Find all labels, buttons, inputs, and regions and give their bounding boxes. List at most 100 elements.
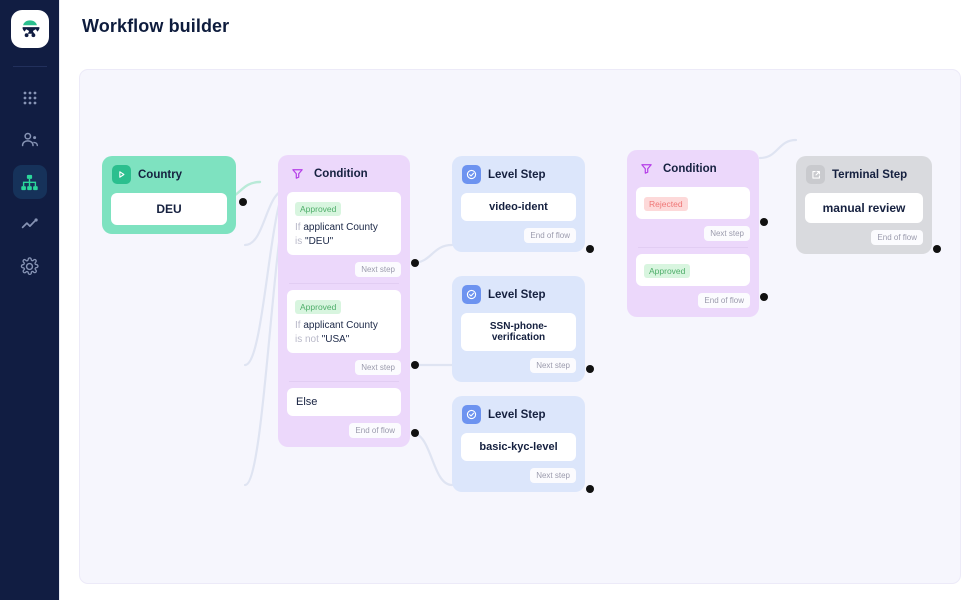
- condition-branch: Approved End of flow: [636, 254, 750, 308]
- sidebar-item-analytics[interactable]: [13, 207, 47, 241]
- level-value-field[interactable]: SSN-phone-verification: [461, 313, 576, 351]
- node-title: Level Step: [488, 288, 546, 301]
- node-start-country[interactable]: Country DEU: [102, 156, 247, 234]
- node-header: Condition: [287, 164, 401, 183]
- flow-badge: End of flow: [524, 228, 576, 243]
- rule-value: "DEU": [305, 235, 334, 247]
- badge-row: Next step: [287, 360, 401, 375]
- line-chart-icon: [21, 218, 38, 229]
- output-port[interactable]: [586, 245, 594, 253]
- rule-card[interactable]: Approved If applicant County is not "USA…: [287, 290, 401, 353]
- badge-row: End of flow: [636, 293, 750, 308]
- check-circle-icon: [462, 285, 481, 304]
- rule-card[interactable]: Approved: [636, 254, 750, 286]
- status-badge-rejected: Rejected: [644, 197, 688, 211]
- rule-prefix: If: [295, 222, 301, 233]
- filter-funnel-icon: [637, 159, 656, 178]
- node-terminal-step[interactable]: Terminal Step manual review End of flow: [796, 156, 941, 254]
- node-header: Level Step: [461, 285, 576, 304]
- main-area: Workflow builder: [59, 0, 980, 600]
- rule-subject: applicant County: [303, 320, 378, 331]
- node-header: Terminal Step: [805, 165, 923, 184]
- divider: [289, 283, 399, 284]
- badge-row: End of flow: [287, 423, 401, 438]
- flow-badge: Next step: [704, 226, 750, 241]
- divider: [638, 247, 748, 248]
- sidebar-item-users[interactable]: [13, 123, 47, 157]
- node-header: Country: [111, 165, 227, 184]
- check-circle-icon: [462, 405, 481, 424]
- level-value-field[interactable]: video-ident: [461, 193, 576, 221]
- divider: [289, 381, 399, 382]
- rule-operator: is: [295, 235, 303, 247]
- level-value-field[interactable]: basic-kyc-level: [461, 433, 576, 461]
- node-title: Condition: [314, 167, 368, 180]
- condition-branch: Rejected Next step: [636, 187, 750, 241]
- badge-row: Next step: [636, 226, 750, 241]
- node-header: Condition: [636, 159, 750, 178]
- output-port-branch-1[interactable]: [760, 218, 768, 226]
- flow-badge: End of flow: [871, 230, 923, 245]
- sidebar-nav: [12, 81, 47, 283]
- rule-card[interactable]: Rejected: [636, 187, 750, 219]
- node-condition-2[interactable]: Condition Rejected Next step Approved: [627, 150, 768, 317]
- app-logo[interactable]: [10, 10, 49, 48]
- workflow-canvas[interactable]: Country DEU Condition: [79, 69, 961, 584]
- sidebar: [0, 0, 59, 600]
- sidebar-item-apps-grid[interactable]: [13, 81, 47, 115]
- country-value-field[interactable]: DEU: [111, 193, 227, 225]
- node-level-step-3[interactable]: Level Step basic-kyc-level Next step: [452, 396, 594, 493]
- output-port[interactable]: [239, 198, 247, 206]
- badge-row: End of flow: [805, 230, 923, 245]
- node-header: Level Step: [461, 165, 576, 184]
- gear-icon: [20, 256, 39, 275]
- external-link-icon: [806, 165, 825, 184]
- flow-badge: End of flow: [349, 423, 401, 438]
- output-port-branch-1[interactable]: [411, 259, 419, 267]
- output-port[interactable]: [933, 245, 941, 253]
- rule-text: If applicant County is "DEU": [295, 221, 393, 248]
- output-port-branch-2[interactable]: [411, 361, 419, 369]
- sidebar-item-workflows[interactable]: [12, 165, 47, 199]
- play-square-icon: [112, 165, 131, 184]
- badge-row: End of flow: [461, 228, 576, 243]
- flow-badge: Next step: [355, 262, 401, 277]
- company-logo-icon: [20, 20, 40, 38]
- flow-badge: End of flow: [698, 293, 750, 308]
- status-badge-approved: Approved: [644, 264, 691, 278]
- node-header: Level Step: [461, 405, 576, 424]
- else-label[interactable]: Else: [287, 388, 401, 416]
- rule-text: If applicant County is not "USA": [295, 319, 393, 346]
- badge-row: Next step: [461, 468, 576, 483]
- terminal-value-field[interactable]: manual review: [805, 193, 923, 223]
- grid-dots-icon: [23, 91, 36, 105]
- sidebar-item-settings[interactable]: [13, 249, 47, 283]
- page-title: Workflow builder: [82, 16, 230, 36]
- output-port-else[interactable]: [411, 429, 419, 437]
- users-icon: [21, 132, 38, 147]
- node-title: Condition: [663, 162, 717, 175]
- status-badge-approved: Approved: [295, 202, 342, 216]
- condition-branch: Approved If applicant County is not "USA…: [287, 290, 401, 375]
- node-condition-1[interactable]: Condition Approved If applicant County i…: [278, 155, 419, 447]
- node-level-step-1[interactable]: Level Step video-ident End of flow: [452, 156, 594, 253]
- node-title: Country: [138, 168, 183, 181]
- condition-else-branch: Else End of flow: [287, 388, 401, 438]
- node-title: Terminal Step: [832, 168, 908, 181]
- rule-prefix: If: [295, 320, 301, 331]
- filter-funnel-icon: [288, 164, 307, 183]
- rule-subject: applicant County: [303, 222, 378, 233]
- node-level-step-2[interactable]: Level Step SSN-phone-verification Next s…: [452, 276, 594, 382]
- badge-row: Next step: [287, 262, 401, 277]
- rule-card[interactable]: Approved If applicant County is "DEU": [287, 192, 401, 255]
- node-title: Level Step: [488, 168, 546, 181]
- badge-row: Next step: [461, 358, 576, 373]
- flow-badge: Next step: [355, 360, 401, 375]
- output-port[interactable]: [586, 485, 594, 493]
- hierarchy-icon: [21, 174, 38, 190]
- output-port[interactable]: [586, 365, 594, 373]
- output-port-branch-2[interactable]: [760, 293, 768, 301]
- flow-badge: Next step: [530, 468, 576, 483]
- rule-value: "USA": [321, 333, 350, 345]
